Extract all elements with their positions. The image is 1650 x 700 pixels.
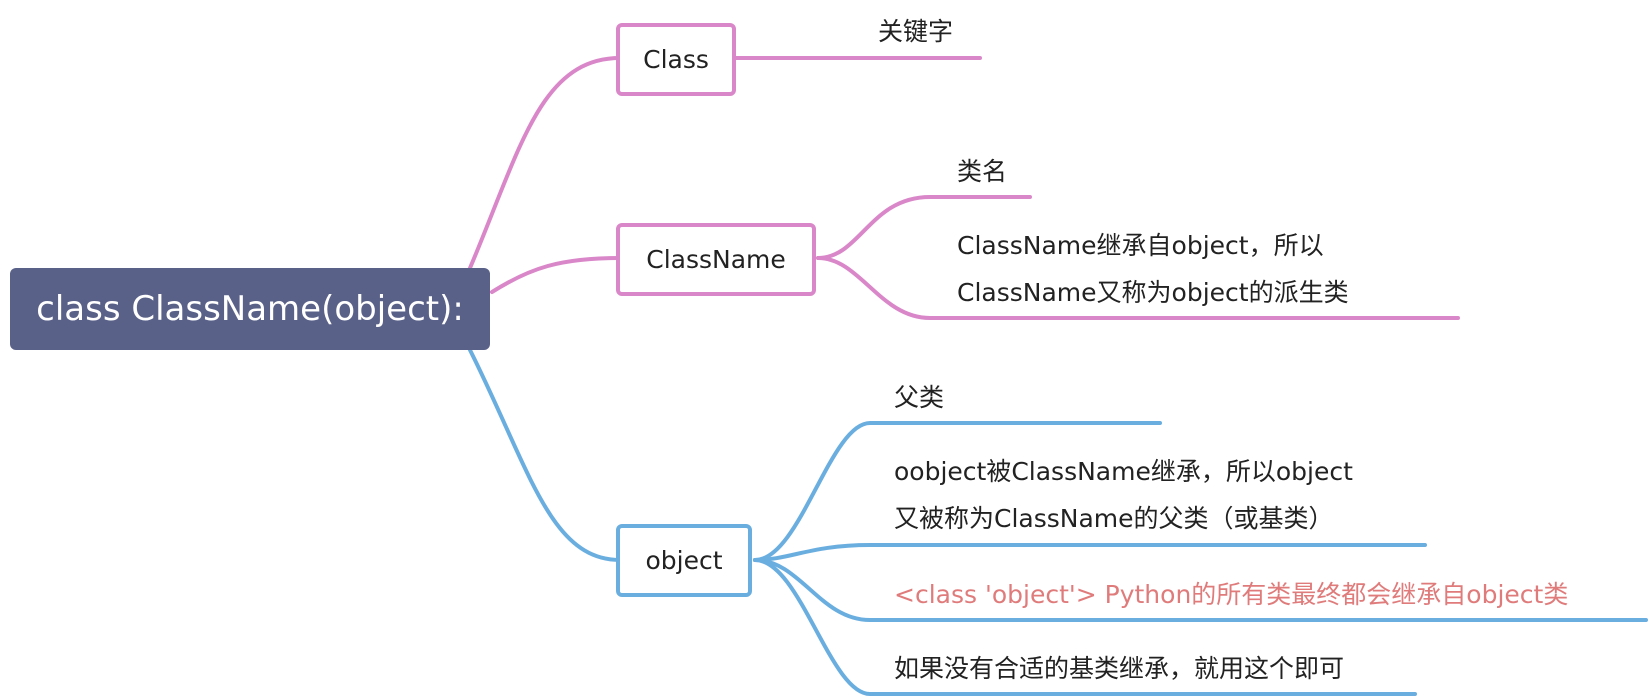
connector-root-object: [468, 348, 622, 562]
connector-object-leaf-4: [753, 558, 1417, 696]
root-topic[interactable]: class ClassName(object):: [10, 268, 490, 350]
branch-classname[interactable]: ClassName: [616, 223, 816, 296]
leaf-text-line: oobject被ClassName继承，所以object: [894, 457, 1353, 486]
connector-classname-leaf-2: [816, 256, 1460, 320]
leaf-text-line: 如果没有合适的基类继承，就用这个即可: [894, 654, 1345, 683]
leaf-text-line: ClassName又称为object的派生类: [957, 278, 1349, 307]
leaf-text-line: 类名: [957, 157, 1008, 186]
branch-object[interactable]: object: [616, 524, 752, 597]
leaf-text-line: <class 'object'> Python的所有类最终都会继承自object…: [894, 580, 1569, 609]
connector-root-class: [468, 56, 622, 270]
leaf-text-line: 关键字: [878, 17, 954, 46]
leaf-object-3[interactable]: <class 'object'> Python的所有类最终都会继承自object…: [894, 571, 1568, 618]
leaf-text-line: 父类: [894, 383, 945, 412]
connector-object-leaf-2: [753, 543, 1427, 562]
leaf-text-line: 又被称为ClassName的父类（或基类）: [894, 504, 1334, 533]
connector-root-classname: [490, 256, 622, 294]
leaf-classname-1[interactable]: 类名: [957, 148, 1007, 195]
leaf-object-4[interactable]: 如果没有合适的基类继承，就用这个即可: [894, 645, 1344, 692]
leaf-object-1[interactable]: 父类: [894, 374, 944, 421]
leaf-object-2[interactable]: oobject被ClassName继承，所以object 又被称为ClassNa…: [894, 448, 1353, 542]
connector-object-leaf-3: [753, 558, 1648, 622]
leaf-class-1[interactable]: 关键字: [878, 8, 953, 55]
leaf-text-line: ClassName继承自object，所以: [957, 231, 1324, 260]
connector-object-leaf-1: [753, 421, 1162, 562]
branch-class[interactable]: Class: [616, 23, 736, 96]
leaf-classname-2[interactable]: ClassName继承自object，所以 ClassName又称为object…: [957, 222, 1349, 316]
connector-classname-leaf-1: [816, 195, 1032, 260]
